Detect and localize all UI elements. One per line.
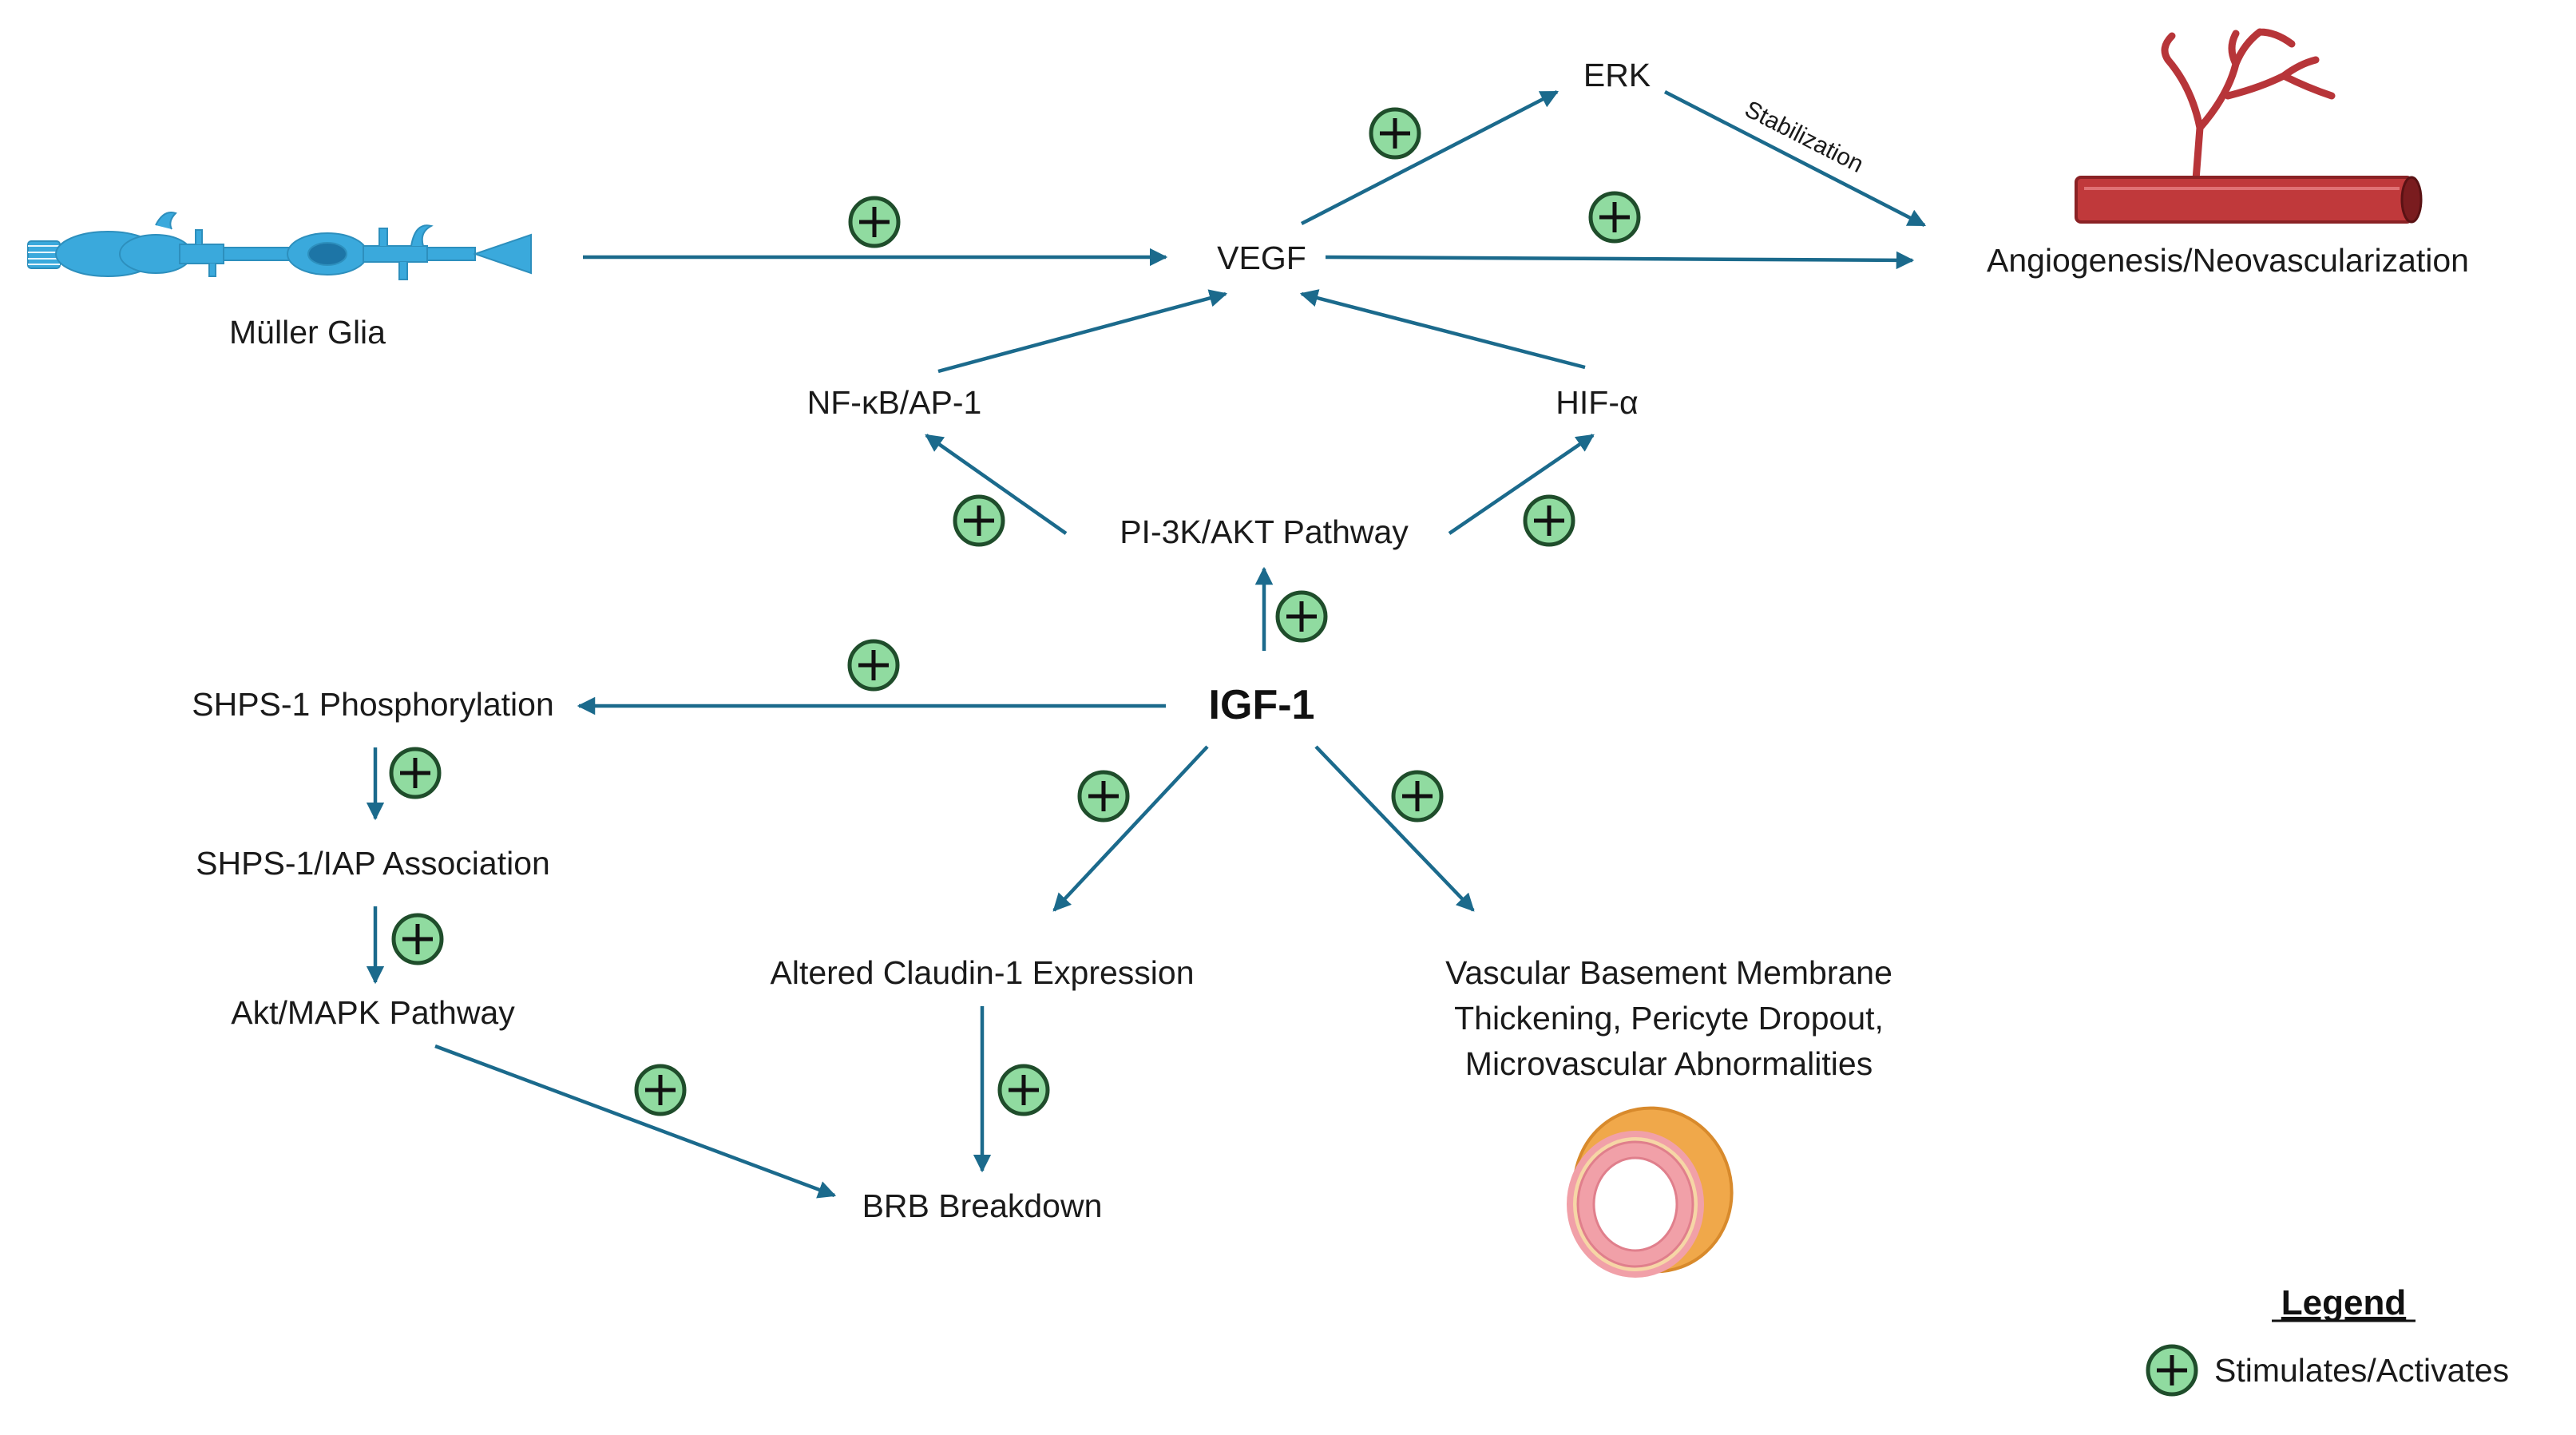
plus-icon <box>1591 193 1639 241</box>
arrow-aktmapk-brb <box>434 1044 837 1199</box>
arrow-pi3k-hif <box>1448 434 1595 535</box>
legend-stimulates-label: Stimulates/Activates <box>2214 1352 2509 1389</box>
node-labels: Müller Glia VEGF ERK Stabilization Angio… <box>192 57 2469 1224</box>
plus-icon <box>1080 772 1127 820</box>
plus-icon <box>2148 1346 2196 1394</box>
vascular-label-line1: Vascular Basement Membrane <box>1445 954 1892 991</box>
akt-mapk-label: Akt/MAPK Pathway <box>231 994 515 1031</box>
plus-icon <box>391 749 439 797</box>
plus-icon <box>1393 772 1441 820</box>
plus-icon <box>955 497 1003 545</box>
legend-title: Legend <box>2281 1283 2406 1322</box>
plus-icon <box>394 915 442 963</box>
arrow-igf1-vascular <box>1314 745 1475 912</box>
nfkb-label: NF-κB/AP-1 <box>807 384 982 421</box>
plus-icon <box>1371 109 1419 157</box>
hif-label: HIF-α <box>1556 384 1638 421</box>
arrow-igf1-claudin <box>1052 745 1209 912</box>
plus-icon <box>1278 593 1326 640</box>
vegf-label: VEGF <box>1217 240 1306 276</box>
plus-icon <box>636 1066 684 1114</box>
brb-label: BRB Breakdown <box>862 1187 1103 1224</box>
muller-glia-label: Müller Glia <box>229 314 386 351</box>
arrow-hif-vegf <box>1299 289 1586 370</box>
plus-icon <box>1000 1066 1048 1114</box>
arrow-erk-angiogenesis <box>1663 89 1927 228</box>
plus-icon <box>850 198 898 246</box>
legend: Legend Stimulates/Activates <box>2148 1283 2509 1394</box>
angiogenesis-label: Angiogenesis/Neovascularization <box>1987 242 2469 279</box>
plus-icon <box>850 641 898 689</box>
erk-label: ERK <box>1583 57 1651 93</box>
vascular-label-line3: Microvascular Abnormalities <box>1465 1045 1873 1082</box>
shps1-phosphorylation-label: SHPS-1 Phosphorylation <box>192 686 554 723</box>
claudin-label: Altered Claudin-1 Expression <box>771 954 1195 991</box>
stabilization-label: Stabilization <box>1741 96 1868 178</box>
igf1-label: IGF-1 <box>1209 682 1315 728</box>
pi3k-label: PI-3K/AKT Pathway <box>1120 513 1409 550</box>
muller-glia-cell-illustration <box>27 212 532 280</box>
arrow-pi3k-nfkb <box>925 434 1068 535</box>
arrow-vegf-angiogenesis <box>1325 251 1915 270</box>
plus-icon <box>1525 497 1573 545</box>
arrow-nfkb-vegf <box>937 289 1228 374</box>
vessel-cross-section-illustration <box>1567 1106 1734 1278</box>
branching-blood-vessel-illustration <box>2075 28 2423 224</box>
vascular-label-line2: Thickening, Pericyte Dropout, <box>1454 1000 1884 1037</box>
shps1-iap-label: SHPS-1/IAP Association <box>196 845 550 882</box>
arrow-vegf-erk <box>1300 90 1559 225</box>
arrows <box>366 89 1927 1199</box>
